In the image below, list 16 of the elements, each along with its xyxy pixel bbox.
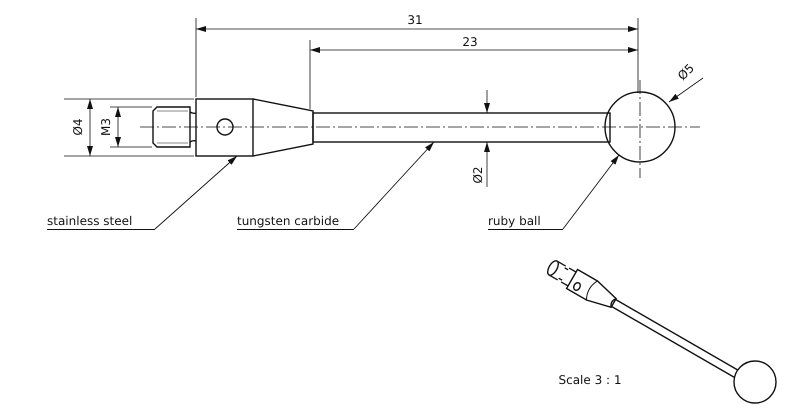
dimension-value: Ø4: [71, 118, 85, 136]
holder-drawing: [152, 98, 314, 157]
dimension-value: Ø5: [675, 61, 697, 83]
dimension-value: M3: [99, 118, 113, 136]
part-label: tungsten carbide: [237, 213, 354, 230]
leader-line: [354, 142, 434, 230]
shaft-drawing: [312, 112, 611, 143]
part-label: ruby ball: [488, 213, 563, 230]
leader-line: [562, 154, 620, 230]
scale-note: Scale 3 : 1: [558, 373, 622, 387]
dimension-value: 23: [462, 35, 478, 49]
dimension-value: 31: [407, 13, 423, 27]
ball-drawing: [604, 91, 676, 163]
part-label: stainless steel: [47, 213, 155, 230]
leader-line: [154, 156, 238, 230]
dimension-value: Ø2: [471, 166, 485, 184]
